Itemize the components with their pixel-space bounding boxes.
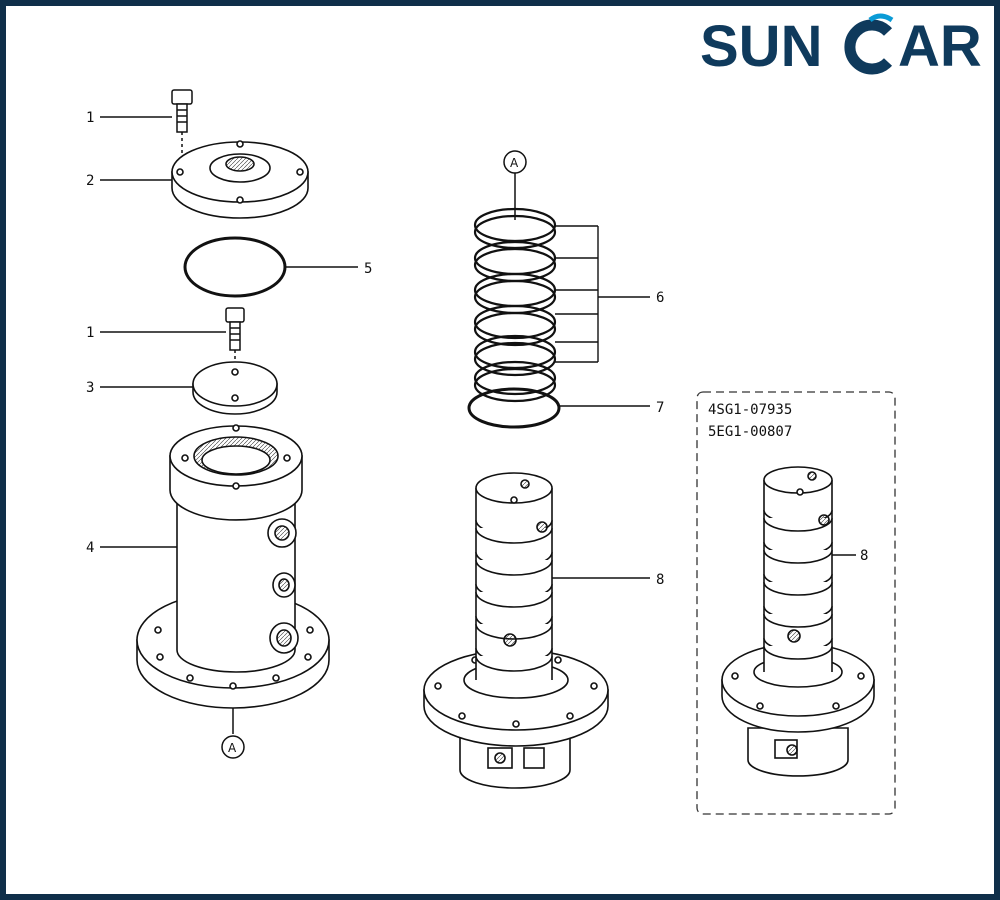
ref-circle-bottom xyxy=(221,735,245,759)
bolt-upper xyxy=(171,89,193,165)
rotor-variant xyxy=(721,466,875,777)
swivel-body xyxy=(136,424,330,709)
ref-a-bottom: A xyxy=(228,741,237,755)
cover-plate xyxy=(192,361,278,415)
callout-cover: 2 xyxy=(86,173,94,189)
callout-rotor-variant: 8 xyxy=(860,548,868,564)
seal-bracket xyxy=(555,225,650,363)
seal-ring-stack xyxy=(473,207,557,403)
cover-flange xyxy=(171,140,309,219)
suncar-logo: SUN AR xyxy=(700,13,982,79)
callout-oring-large: 5 xyxy=(364,261,372,277)
rotor-main xyxy=(423,472,609,789)
ref-a-top: A xyxy=(510,156,519,170)
logo-text-sun: SUN xyxy=(700,14,822,79)
serial-number-2: 5EG1-00807 xyxy=(708,424,792,440)
callout-plate: 3 xyxy=(86,380,94,396)
variant-box xyxy=(696,391,896,815)
logo-text-ar: AR xyxy=(898,14,982,79)
callout-oring-small: 7 xyxy=(656,400,664,416)
oring-large xyxy=(183,236,287,298)
callout-body: 4 xyxy=(86,540,94,556)
oring-small xyxy=(467,387,561,429)
callout-rotor-main: 8 xyxy=(656,572,664,588)
callout-seal-rings: 6 xyxy=(656,290,664,306)
callout-bolt-upper: 1 xyxy=(86,110,94,126)
serial-number-1: 4SG1-07935 xyxy=(708,402,792,418)
callout-bolt-lower: 1 xyxy=(86,325,94,341)
logo-c-mark xyxy=(844,13,894,75)
